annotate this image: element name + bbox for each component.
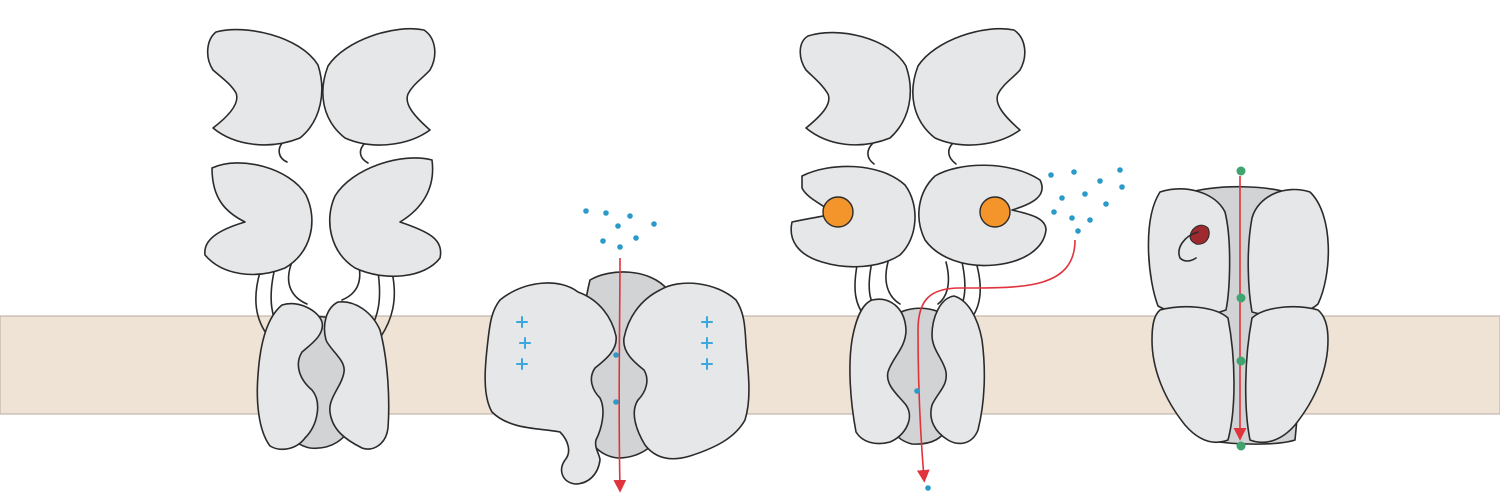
plus-charge-icon [701,358,713,370]
ion [1103,201,1109,207]
panel-pentameric-channel [1147,185,1330,445]
pore-marker-dot [1236,356,1246,366]
bound-ligand [822,196,854,228]
transmembrane-subunit [849,298,911,445]
ion [1097,178,1103,184]
plus-charge-icon [516,316,528,328]
ion [613,399,619,405]
transmembrane-subunit [256,303,324,451]
plus-charge-icon [516,358,528,370]
binding-site [1189,224,1210,245]
bound-ligand [979,196,1011,228]
ion [600,238,606,244]
channel-subunit-lower-left [1151,305,1235,444]
ion [914,388,920,394]
ion [1087,217,1093,223]
gating-charges [516,316,713,370]
extracellular-lobe [912,28,1026,146]
linker-strand [937,261,950,305]
plus-charge-icon [701,316,713,328]
ion [1048,172,1054,178]
ion [583,208,589,214]
ion [1075,228,1081,234]
linker-strand [379,271,396,339]
linker-strand [287,261,308,305]
ion [603,210,609,216]
pore-marker-dot [1236,166,1246,176]
ion [1059,195,1065,201]
permeation-arrows [613,176,1247,493]
extracellular-lobe [206,28,323,146]
linker-strand [359,142,369,164]
bound-ligand-tail [1178,231,1199,262]
linker-strand [867,142,875,165]
channel-subunit-upper-right [1247,188,1330,317]
voltage-sensor-subunit [484,282,617,485]
extracellular-lobe [328,157,442,278]
pore-marker-dot [1236,441,1246,451]
extracellular-lobe [799,31,912,146]
ion [1119,184,1125,190]
channel-subunit-upper-left [1147,188,1231,316]
ligand-binding-lobe [790,165,916,268]
ion [1069,215,1075,221]
ion [617,244,623,250]
ion [1051,209,1057,215]
extracellular-lobe [322,28,436,146]
panel-voltage-gated-channel [484,271,750,485]
plus-charge-icon [701,337,713,349]
linker-strand [885,261,901,305]
ion [627,213,633,219]
ion [615,223,621,229]
ion [613,352,619,358]
linker-strand [947,142,957,165]
extracellular-lobe [204,162,313,276]
voltage-sensor-subunit [623,282,750,460]
ion [1071,169,1077,175]
pore-markers [1236,166,1246,451]
pore-marker-dot [1236,293,1246,303]
transmembrane-subunit [930,295,986,445]
ion [925,485,931,491]
ion [651,221,657,227]
panel-closed-channel [204,28,442,451]
permeation-arrow [916,239,1076,483]
ion [1082,191,1088,197]
ion-cloud [583,167,1125,491]
panel-ligand-bound-channel [790,28,1047,445]
plus-charge-icon [519,337,531,349]
transmembrane-subunit [323,301,390,450]
ion [633,235,639,241]
channel-subunit-lower-right [1244,305,1329,444]
permeation-arrow [613,257,627,493]
ion [1117,167,1123,173]
